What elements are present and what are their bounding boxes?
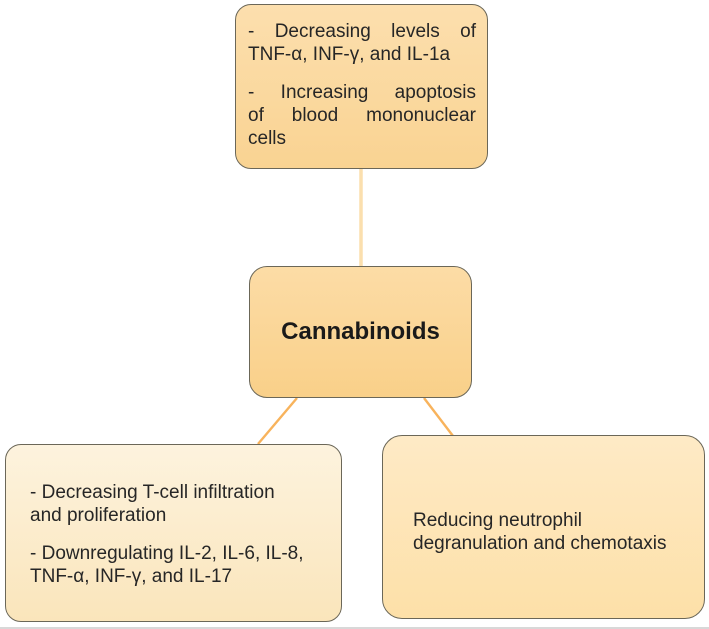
connector-bottom-left-diagonal (257, 397, 298, 445)
node-bottom-right-effects: Reducing neutrophil degranulation and ch… (382, 435, 705, 619)
bullet-paragraph: - Decreasing T-cell infiltration and pro… (30, 481, 325, 527)
node-text-line: cells (248, 128, 287, 149)
node-text-line: of blood mononuclear (248, 105, 476, 126)
node-cannabinoids-label: Cannabinoids (281, 318, 440, 345)
node-cannabinoids: Cannabinoids (249, 266, 472, 398)
node-text-line: degranulation and chemotaxis (413, 533, 667, 554)
node-text-line: TNF-α, INF-γ, and IL-17 (30, 566, 233, 587)
node-text-line: - Downregulating IL-2, IL-6, IL-8, (30, 543, 304, 564)
bullet-paragraph: - Downregulating IL-2, IL-6, IL-8, TNF-α… (30, 542, 325, 588)
node-text-line: - Decreasing T-cell infiltration (30, 482, 275, 503)
bullet-paragraph: - Decreasing levels of TNF-α, INF-γ, and… (248, 20, 476, 66)
bullet-paragraph: Reducing neutrophil degranulation and ch… (413, 509, 690, 555)
node-text-line: - Decreasing levels of (248, 21, 476, 42)
connector-bottom-right-diagonal (423, 397, 454, 437)
node-bottom-left-effects: - Decreasing T-cell infiltration and pro… (5, 444, 342, 622)
bullet-paragraph: - Increasing apoptosis of blood mononucl… (248, 81, 476, 150)
node-text-line: and proliferation (30, 505, 167, 526)
node-top-effects: - Decreasing levels of TNF-α, INF-γ, and… (235, 4, 488, 169)
node-text-line: Reducing neutrophil (413, 510, 583, 531)
figure-bottom-edge (0, 627, 709, 629)
node-text-line: TNF-α, INF-γ, and IL-1a (248, 44, 451, 65)
node-text-line: - Increasing apoptosis (248, 82, 476, 103)
